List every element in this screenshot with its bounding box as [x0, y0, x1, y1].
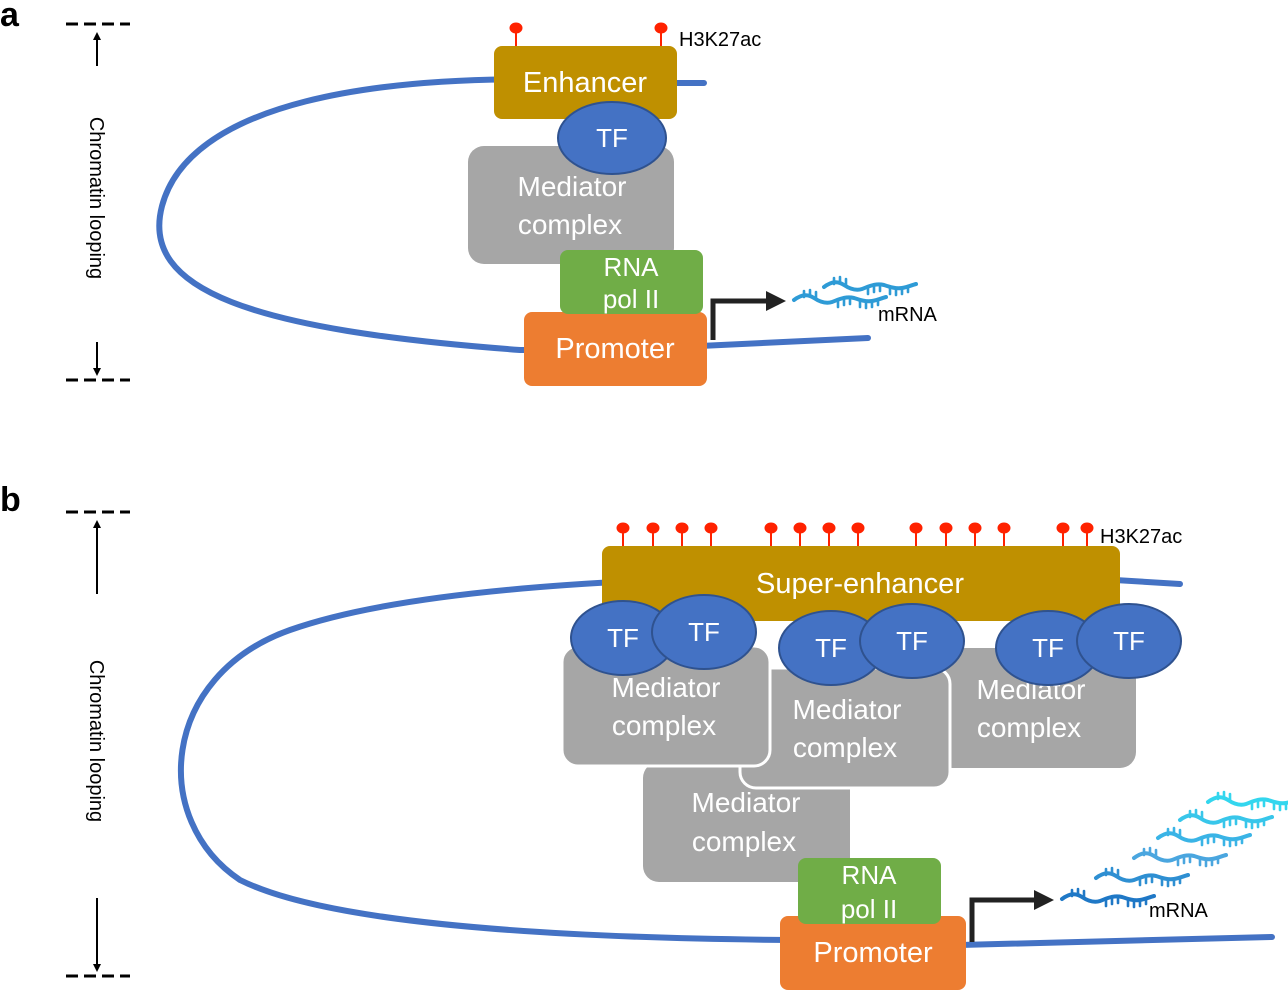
- pol-label-line2: pol II: [603, 284, 659, 314]
- promoter-box-b: [780, 916, 966, 990]
- panel-b-letter: b: [0, 481, 21, 519]
- panel-a-letter: a: [0, 0, 20, 34]
- rna-strand-icon: [1178, 808, 1274, 830]
- mediator-label-line2: complex: [518, 209, 622, 240]
- lollipop-icon: [674, 521, 690, 547]
- lollipop-icon: [615, 521, 631, 547]
- lollipop-icon: [792, 521, 808, 547]
- tf-ellipse: [1076, 603, 1182, 679]
- mediator-label-line1: Mediator: [793, 694, 902, 725]
- rna-strand-icon: [1132, 846, 1228, 868]
- tf-pair-1: TF TF: [570, 594, 757, 676]
- mediator-complex-a: [468, 146, 674, 264]
- mediator-label-line2: complex: [612, 710, 716, 741]
- lollipop-icon: [850, 521, 866, 547]
- mrna-label-b: mRNA: [1149, 900, 1209, 922]
- lollipop-icon: [967, 521, 983, 547]
- tf-label: TF: [1113, 626, 1145, 656]
- tf-label: TF: [1032, 633, 1064, 663]
- rna-strand-icon: [1094, 866, 1190, 888]
- tf-label: TF: [607, 623, 639, 653]
- looping-scale-b: Chromatin looping: [66, 510, 130, 978]
- pol-label-line2: pol II: [841, 894, 897, 924]
- lollipop-icon: [821, 521, 837, 547]
- h3k27ac-label-b: H3K27ac: [1100, 526, 1182, 548]
- dna-strand-loop-a: [156, 76, 707, 353]
- bent-arrow-icon: [710, 298, 768, 340]
- rna-pol-ii-a: [560, 250, 703, 314]
- mrna-label-a: mRNA: [878, 304, 938, 326]
- lollipop-icon: [908, 521, 924, 547]
- tf-ellipse: [859, 603, 965, 679]
- tf-label: TF: [688, 617, 720, 647]
- lollipop-icon: [1055, 521, 1071, 547]
- promoter-label-a: Promoter: [555, 333, 675, 365]
- bent-arrow-icon: [969, 897, 1036, 942]
- super-enhancer-label: Super-enhancer: [756, 568, 964, 600]
- mediator-label-line1: Mediator: [612, 672, 721, 703]
- h3k27ac-marks-b: [615, 521, 1095, 547]
- looping-label-b: Chromatin looping: [85, 660, 107, 822]
- rna-strand-icon: [1060, 887, 1156, 909]
- mediator-label-line1: Mediator: [518, 171, 627, 202]
- rna-strand-icon: [1206, 790, 1288, 812]
- mediator-label-line2: complex: [977, 712, 1081, 743]
- looping-label-a: Chromatin looping: [85, 117, 107, 279]
- rna-pol-ii-b: [798, 858, 941, 924]
- enhancer-label: Enhancer: [523, 67, 647, 99]
- panel-b: b Chromatin looping: [0, 481, 1288, 990]
- tf-ellipse-a: [557, 101, 667, 175]
- tf-label: TF: [896, 626, 928, 656]
- lollipop-icon: [645, 521, 661, 547]
- lollipop-icon: [996, 521, 1012, 547]
- rna-strand-icon: [792, 288, 888, 310]
- mediator-complex-b4: [643, 762, 850, 882]
- mediator-label-line2: complex: [793, 732, 897, 763]
- tf-pair-3: TF TF: [995, 603, 1182, 686]
- lollipop-icon: [653, 21, 669, 47]
- mediator-label-line1: Mediator: [692, 787, 801, 818]
- pol-label-line1: RNA: [842, 860, 898, 890]
- tf-label-a: TF: [596, 123, 628, 153]
- bent-arrow-head: [1034, 890, 1054, 910]
- tf-label: TF: [815, 633, 847, 663]
- promoter-label-b: Promoter: [813, 937, 933, 969]
- rna-strand-icon: [822, 275, 918, 297]
- lollipop-icon: [1079, 521, 1095, 547]
- lollipop-icon: [763, 521, 779, 547]
- promoter-box-a: [524, 312, 707, 386]
- panel-a: a Chromatin looping H3K27ac Mediator com…: [0, 0, 938, 386]
- dna-strand-tail-b: [957, 934, 1275, 948]
- bent-arrow-head: [766, 291, 786, 311]
- tf-pair-2: TF TF: [778, 603, 965, 686]
- mediator-label-line2: complex: [692, 826, 796, 857]
- enhancer-box: [494, 46, 677, 119]
- lollipop-icon: [938, 521, 954, 547]
- looping-scale-a: Chromatin looping: [66, 22, 130, 382]
- rna-strand-icon: [1156, 826, 1252, 848]
- mediator-complex-b3: [936, 648, 1136, 768]
- dna-strand-tail-a: [697, 335, 871, 349]
- lollipop-icon: [508, 21, 524, 47]
- lollipop-icon: [703, 521, 719, 547]
- h3k27ac-label-a: H3K27ac: [679, 29, 761, 51]
- pol-label-line1: RNA: [604, 252, 660, 282]
- tf-ellipse: [651, 594, 757, 670]
